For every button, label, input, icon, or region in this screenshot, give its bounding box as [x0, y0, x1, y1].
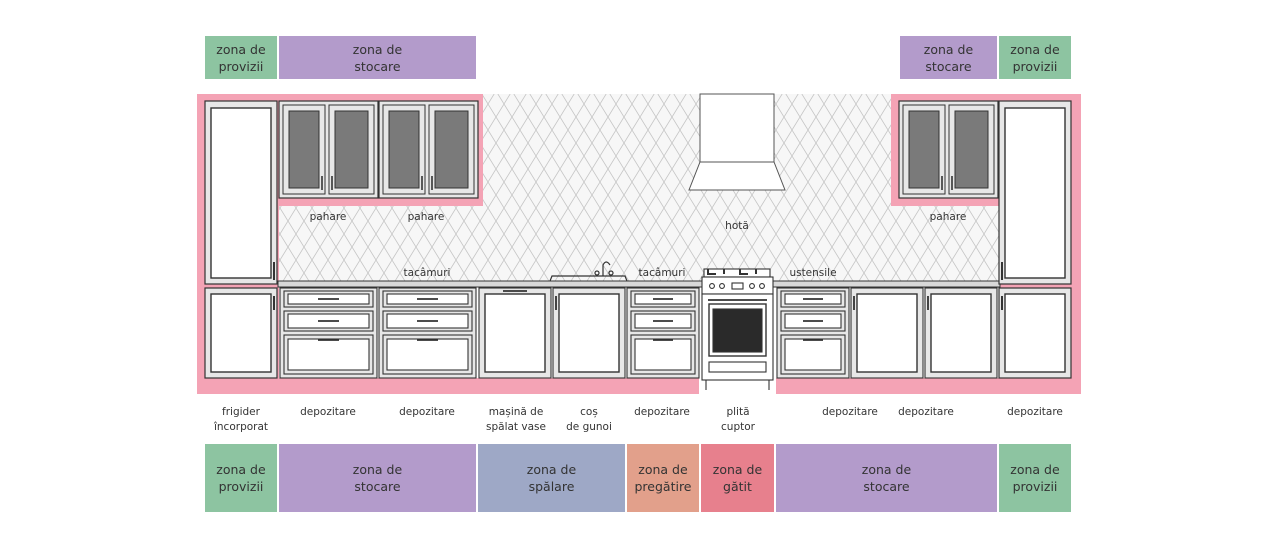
label-tacamuri-2: tacâmuri — [638, 267, 686, 279]
stove-oven — [701, 268, 774, 390]
label-depozitare-6: depozitare — [1007, 406, 1063, 418]
label-cos-gunoi: coș de gunoi — [566, 406, 612, 433]
label-tacamuri-1: tacâmuri — [403, 267, 451, 279]
label-depozitare-1: depozitare — [300, 406, 356, 418]
pantry-left — [204, 100, 278, 379]
sink-faucet — [549, 261, 628, 282]
countertop — [277, 280, 1001, 288]
label-plita-cuptor: plită cuptor — [721, 406, 755, 433]
label-masina-spalat: mașină de spălat vase — [486, 406, 546, 433]
label-ustensile: ustensile — [789, 267, 837, 279]
range-hood — [688, 93, 786, 191]
top-zone-provizii-right: zona de provizii — [999, 36, 1071, 79]
bottom-zone-gatit: zona de gătit — [701, 444, 774, 512]
upper-cabinets-right — [898, 100, 999, 199]
label-hota: hotă — [725, 220, 749, 232]
label-depozitare-3: depozitare — [634, 406, 690, 418]
top-zone-stocare-right: zona de stocare — [900, 36, 997, 79]
bottom-zone-spalare: zona de spălare — [478, 444, 625, 512]
pantry-right — [998, 100, 1072, 379]
bottom-zone-provizii-right: zona de provizii — [999, 444, 1071, 512]
bottom-zone-pregatire: zona de pregătire — [627, 444, 699, 512]
upper-cabinets-left — [278, 100, 479, 199]
label-frigider: frigider încorporat — [213, 406, 269, 433]
bottom-zone-stocare-left: zona de stocare — [279, 444, 476, 512]
bottom-zone-stocare-right: zona de stocare — [776, 444, 997, 512]
label-depozitare-2: depozitare — [399, 406, 455, 418]
label-depozitare-4: depozitare — [822, 406, 878, 418]
label-pahare-2: pahare — [407, 211, 445, 223]
door-handles — [503, 290, 929, 310]
top-zone-provizii-left: zona de provizii — [205, 36, 277, 79]
label-pahare-1: pahare — [309, 211, 347, 223]
base-doors — [478, 287, 998, 379]
top-zone-stocare-left: zona de stocare — [279, 36, 476, 79]
bottom-zone-provizii-left: zona de provizii — [205, 444, 277, 512]
drawer-handles — [318, 298, 823, 341]
label-pahare-3: pahare — [929, 211, 967, 223]
label-depozitare-5: depozitare — [898, 406, 954, 418]
